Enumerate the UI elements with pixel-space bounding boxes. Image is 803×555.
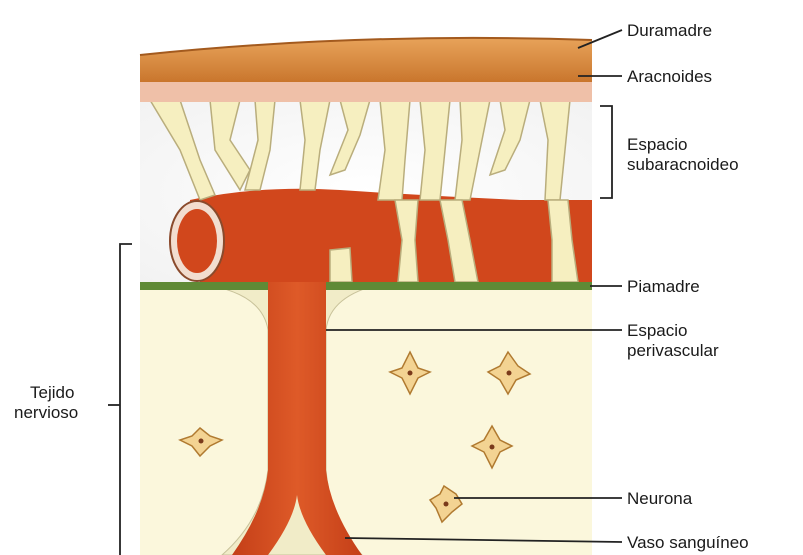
label-duramadre: Duramadre — [627, 21, 712, 40]
label-espacio-perivascular-1: Espacio — [627, 321, 687, 340]
label-tejido-nervioso-1: Tejido — [30, 383, 74, 402]
label-tejido-nervioso-2: nervioso — [14, 403, 78, 422]
pia-mater — [140, 282, 592, 290]
label-espacio-subaracnoideo-1: Espacio — [627, 135, 687, 154]
label-piamadre: Piamadre — [627, 277, 700, 296]
label-espacio-subaracnoideo-2: subaracnoideo — [627, 155, 739, 174]
label-vaso-sanguineo: Vaso sanguíneo — [627, 533, 749, 552]
label-neurona: Neurona — [627, 489, 693, 508]
label-espacio-perivascular-2: perivascular — [627, 341, 719, 360]
vessel-cross-section-lumen — [177, 209, 217, 273]
surface-vessel — [190, 189, 592, 282]
dura-mater — [140, 38, 592, 82]
arachnoid-membrane — [140, 80, 592, 102]
label-aracnoides: Aracnoides — [627, 67, 712, 86]
